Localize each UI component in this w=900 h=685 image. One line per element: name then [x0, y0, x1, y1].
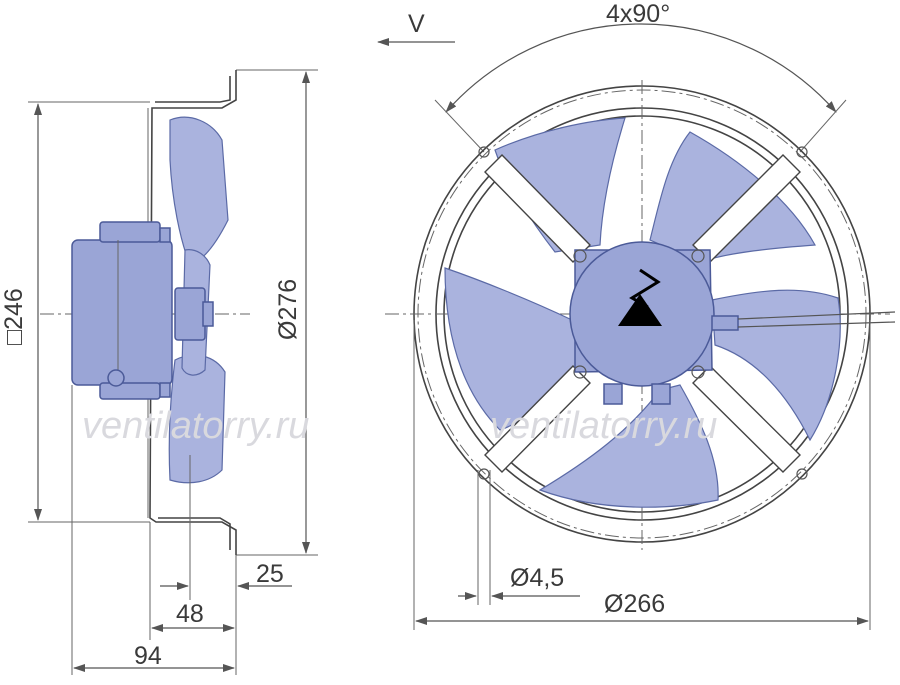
dim-label-276: Ø276 — [274, 279, 302, 340]
angle-ext-right — [799, 99, 847, 153]
front-blade-2 — [649, 131, 816, 263]
hub-screw-2 — [691, 249, 705, 263]
airflow-label: V — [408, 10, 425, 38]
bolt-hole-top-left — [478, 146, 490, 158]
front-blade-4 — [538, 384, 719, 508]
arm-top-left — [484, 154, 591, 263]
side-view: □246 Ø276 25 48 — [0, 69, 318, 675]
side-blade-top — [169, 116, 229, 266]
angle-label: 4x90° — [606, 0, 670, 28]
housing-profile — [149, 70, 237, 555]
cable-gland-front — [711, 315, 739, 331]
bolt-hole-top-right — [796, 146, 808, 158]
terminal-right — [651, 383, 671, 405]
dim-label-94: 94 — [134, 642, 162, 670]
side-motor-bottom-cap — [99, 382, 161, 400]
hub-screw-4 — [691, 365, 705, 379]
side-motor-body — [71, 239, 173, 386]
dim-label-266: Ø266 — [604, 590, 665, 618]
warning-triangle-icon — [618, 294, 662, 326]
side-terminal-top — [159, 227, 171, 243]
arm-bottom-left — [484, 365, 591, 473]
dim-label-25: 25 — [256, 560, 284, 588]
bolt-hole-bottom-left — [478, 468, 490, 480]
side-terminal-bottom — [159, 382, 171, 398]
angle-ext-left — [434, 99, 485, 153]
side-motor-top-cap — [99, 221, 161, 243]
bolt-hole-bottom-right — [796, 468, 808, 480]
cable-line-bottom — [737, 321, 896, 328]
cable-line-top — [737, 311, 896, 320]
side-blade-bottom — [168, 354, 226, 484]
side-cable-gland — [107, 369, 125, 387]
hub-screw-3 — [573, 365, 587, 379]
dim-label-48: 48 — [176, 600, 204, 628]
housing-inner-top — [155, 76, 231, 103]
terminal-left — [603, 383, 623, 405]
housing-inner-bottom — [158, 517, 231, 550]
hub-screw-1 — [573, 249, 587, 263]
side-shaft-end — [202, 301, 214, 327]
front-view: V 4x90° — [377, 0, 896, 630]
watermark-left: ventilatorry.ru — [82, 405, 309, 447]
dim-label-4-5: Ø4,5 — [510, 564, 564, 592]
watermark-right: ventilatorry.ru — [490, 405, 717, 447]
dim-label-246: □246 — [0, 288, 28, 345]
side-motor-shaft-hub — [174, 287, 206, 341]
angle-arc-4x90 — [445, 23, 837, 113]
front-blade-3 — [711, 289, 841, 442]
